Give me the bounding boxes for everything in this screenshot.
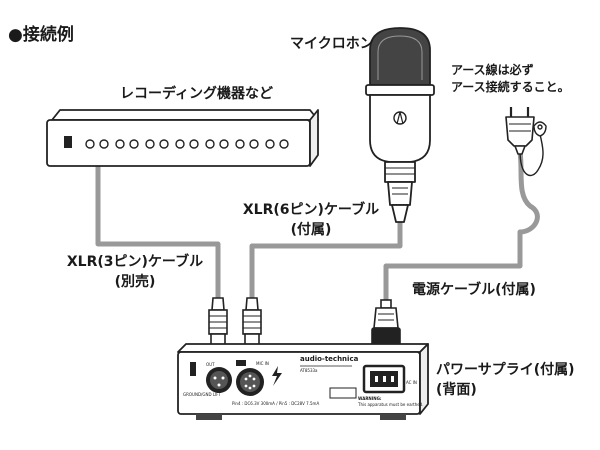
panel-warning-text: This apparatus must be earthed. [358, 402, 424, 407]
power-cable-line [383, 151, 540, 300]
ground-lift-switch-icon [190, 362, 196, 376]
panel-ground-lift-label: GROUND/GND LIFT [183, 392, 221, 397]
ground-terminal-icon [533, 121, 547, 137]
xlr-3pin-cable-line [95, 165, 221, 298]
serial-label-box [329, 387, 357, 399]
xlr-3pin-cable-label: XLR(3ピン)ケーブル [66, 254, 204, 270]
xlr-6pin-cable-label: XLR(6ピン)ケーブル [242, 202, 380, 218]
recorder-label: レコーディング機器など [120, 86, 274, 102]
ground-note-line-2: アース接続すること。 [451, 80, 570, 94]
xlr-6pin-connector-icon [242, 297, 262, 349]
ac-plug-icon [505, 107, 535, 155]
xlr-6pin-cable-note: (付属) [290, 222, 332, 238]
power-cable-label: 電源ケーブル(付属) [412, 282, 536, 298]
xlr-6pin-cable-line [249, 220, 403, 298]
power-supply-unit [177, 343, 429, 420]
power-supply-label: パワーサプライ(付属) [436, 362, 575, 378]
cables [95, 151, 540, 300]
xlr-3pin-cable-note: (別売) [114, 274, 156, 290]
panel-mic-in-label: MIC IN [256, 361, 269, 366]
microphone-label: マイクロホン [290, 36, 374, 52]
output-jack-icon [206, 367, 232, 393]
panel-ac-in-label: AC IN [406, 380, 417, 385]
panel-warning-title: WARNING: [358, 396, 382, 401]
voltage-warning-icon [272, 366, 282, 386]
mic-input-jack-icon [236, 360, 264, 396]
panel-spec-text: Pin4 : DC6.3V 300mA / Pin5 : DC28V 7.5mA [232, 401, 320, 406]
recording-device [46, 109, 319, 167]
power-switch-icon [64, 136, 72, 148]
ground-wire [519, 131, 544, 177]
ground-note-line-1: アース線は必ず [451, 63, 534, 77]
ac-inlet-icon [362, 364, 406, 394]
panel-brand: audio-technica [300, 355, 359, 363]
page-heading: ●接続例 [8, 25, 74, 45]
panel-model: AT8533a [300, 368, 318, 373]
microphone-icon [365, 27, 435, 223]
xlr-3pin-connector-icon [208, 297, 228, 349]
iec-connector-icon [371, 299, 401, 347]
power-supply-rear-note: (背面) [436, 382, 477, 398]
panel-output-label: OUT [206, 362, 215, 367]
